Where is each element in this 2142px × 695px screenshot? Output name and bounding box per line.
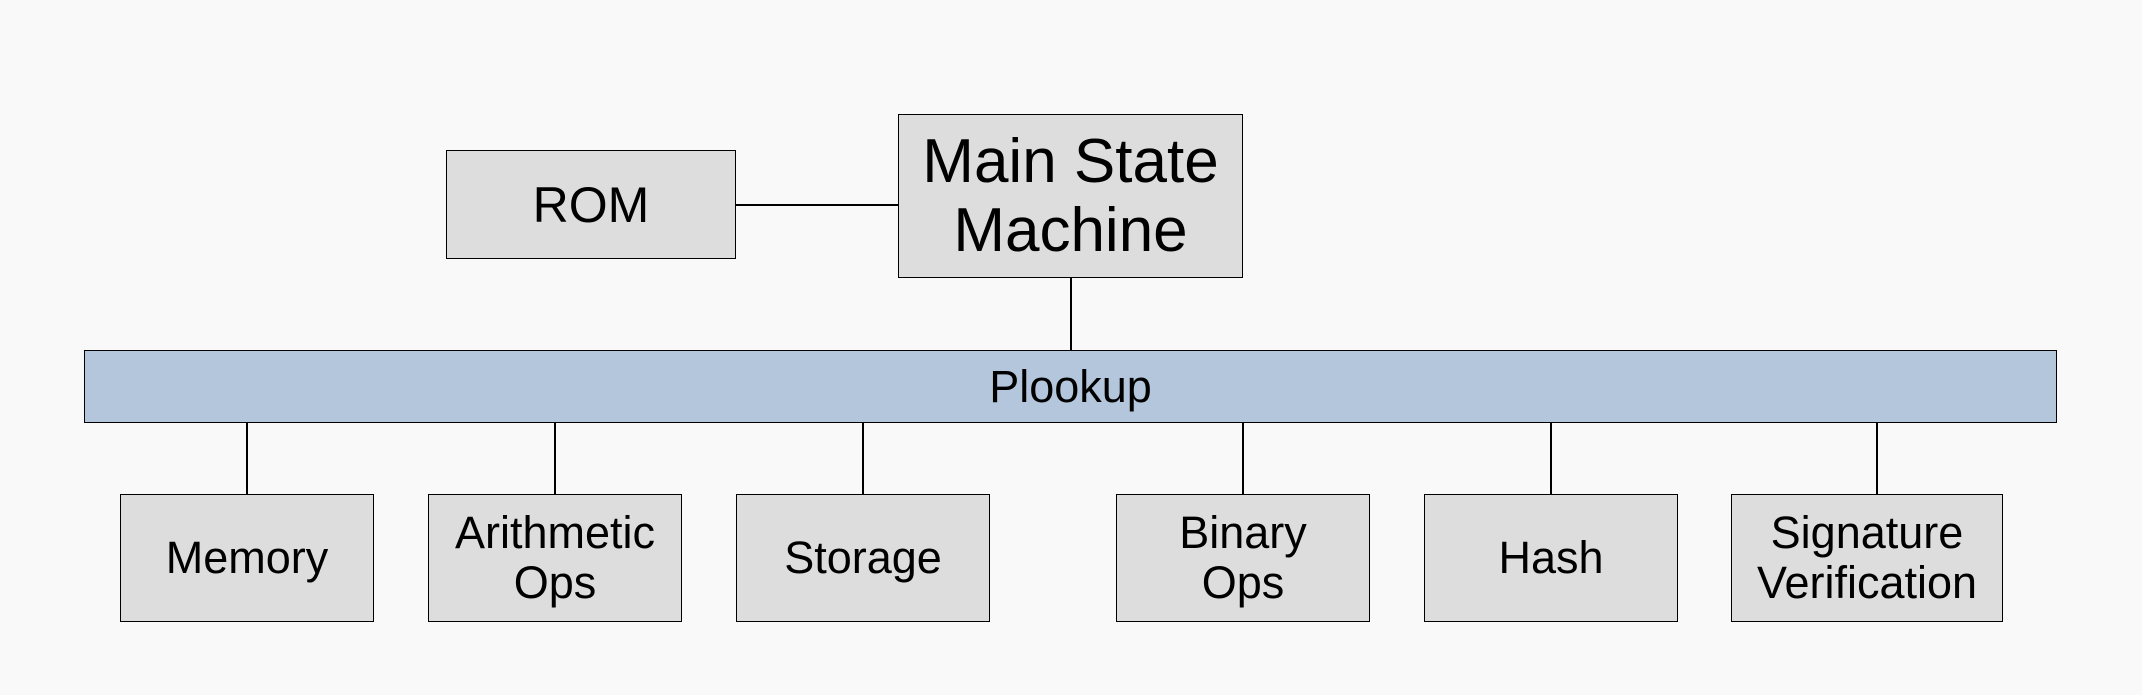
hash-box: Hash [1424,494,1678,622]
plookup-memory-connector [246,422,248,495]
binary-ops-box: Binary Ops [1116,494,1370,622]
arithmetic-ops-box: Arithmetic Ops [428,494,682,622]
signature-verification-box: Signature Verification [1731,494,2003,622]
main-state-machine-box: Main State Machine [898,114,1243,278]
memory-box: Memory [120,494,374,622]
plookup-hash-connector [1550,422,1552,495]
rom-box: ROM [446,150,736,259]
rom-msm-connector [735,204,899,206]
storage-box: Storage [736,494,990,622]
msm-plookup-connector [1070,277,1072,351]
plookup-storage-connector [862,422,864,495]
plookup-arithmetic-connector [554,422,556,495]
plookup-binary-connector [1242,422,1244,495]
plookup-bus: Plookup [84,350,2057,423]
plookup-signature-connector [1876,422,1878,495]
